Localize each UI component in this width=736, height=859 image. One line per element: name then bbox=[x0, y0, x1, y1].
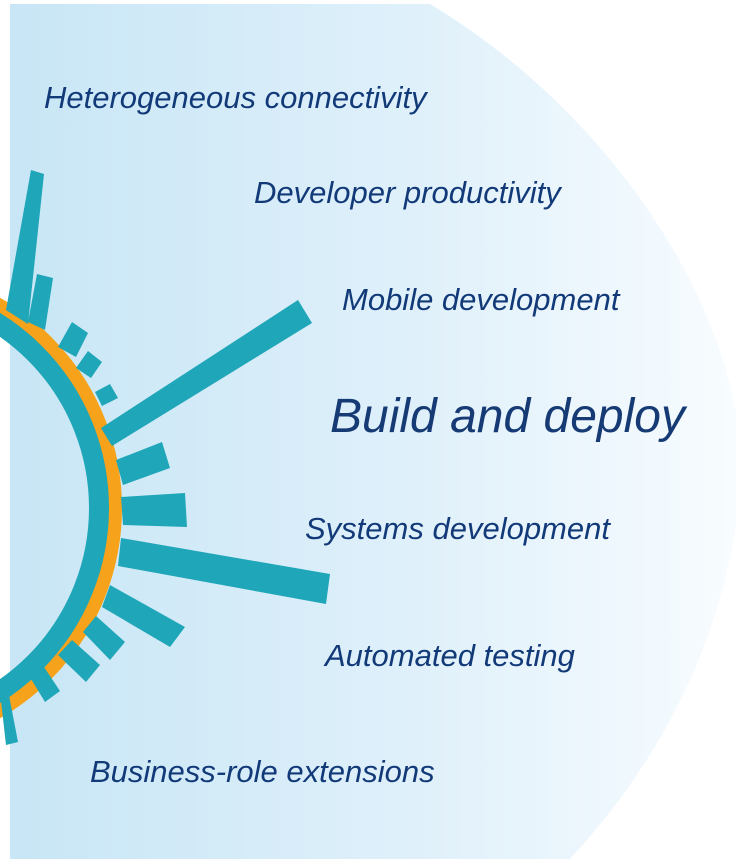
spoke-7 bbox=[102, 585, 185, 647]
spoke-1 bbox=[28, 274, 53, 330]
orange-ring bbox=[0, 297, 122, 719]
spoke-5 bbox=[116, 442, 170, 485]
label-automated-testing: Automated testing bbox=[325, 638, 575, 673]
spokes bbox=[0, 170, 330, 745]
spoke-10 bbox=[28, 664, 60, 702]
spoke-top-long bbox=[6, 170, 44, 324]
label-business-role-extensions: Business-role extensions bbox=[90, 754, 435, 789]
label-heterogeneous-connectivity: Heterogeneous connectivity bbox=[44, 80, 427, 115]
background-panel bbox=[10, 4, 736, 859]
spoke-9 bbox=[58, 640, 100, 682]
teal-ring bbox=[0, 313, 109, 703]
spoke-3 bbox=[76, 351, 102, 378]
label-systems-development: Systems development bbox=[305, 511, 610, 546]
background-shape bbox=[10, 4, 736, 859]
spoke-4 bbox=[95, 384, 118, 406]
label-mobile-development: Mobile development bbox=[342, 282, 620, 317]
spoke-mobile bbox=[101, 300, 312, 446]
label-build-and-deploy: Build and deploy bbox=[330, 390, 685, 443]
spoke-bottom-long bbox=[0, 690, 18, 745]
spoke-2 bbox=[58, 322, 88, 357]
spoke-systems bbox=[118, 538, 330, 604]
ring-group bbox=[0, 297, 122, 719]
spoke-6 bbox=[121, 493, 187, 527]
spoke-8 bbox=[83, 616, 125, 660]
label-developer-productivity: Developer productivity bbox=[254, 175, 561, 210]
